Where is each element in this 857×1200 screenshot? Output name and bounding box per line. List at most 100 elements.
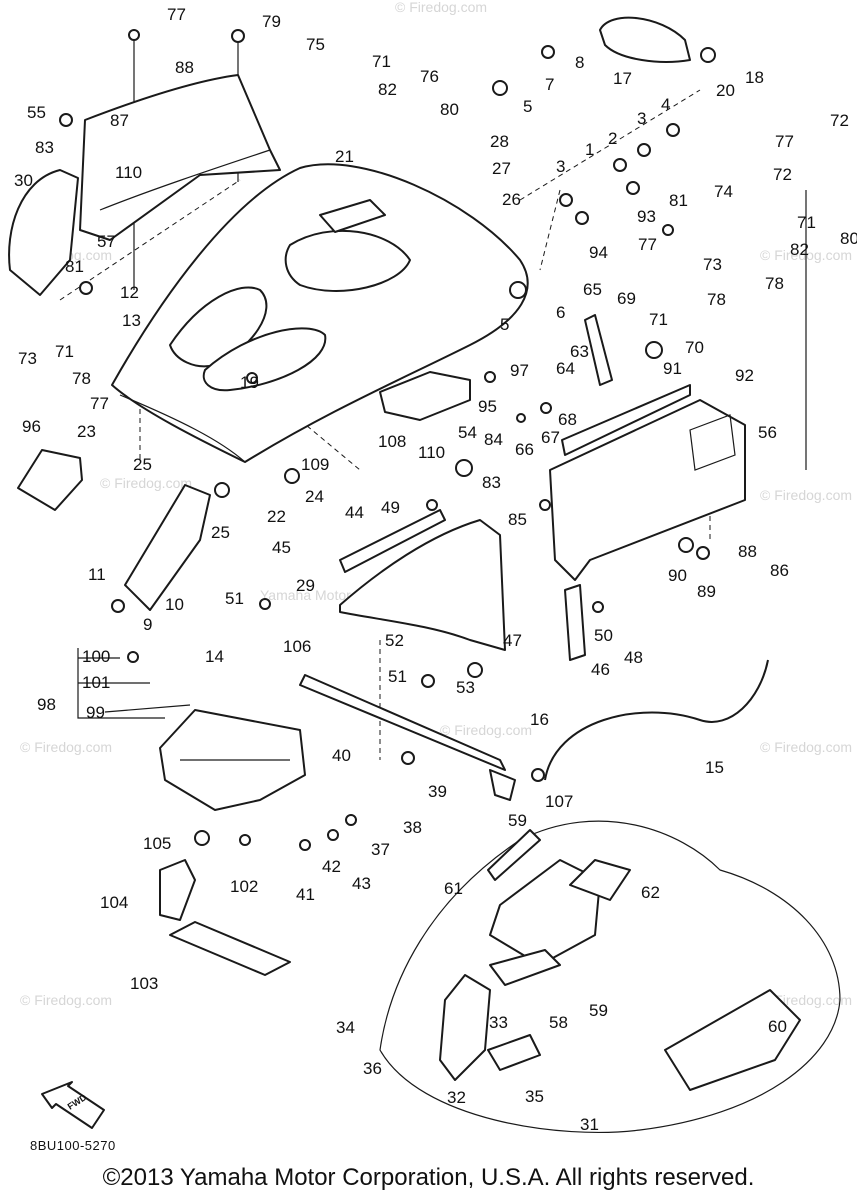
- part-callout-82: 82: [790, 240, 809, 259]
- part-callout-79: 79: [262, 12, 281, 31]
- part-callout-102: 102: [230, 877, 258, 896]
- part-callout-90: 90: [668, 566, 687, 585]
- part-callout-100: 100: [82, 647, 110, 666]
- part-callout-12: 12: [120, 283, 139, 302]
- part-callout-101: 101: [82, 673, 110, 692]
- part-callout-30: 30: [14, 171, 33, 190]
- watermark-text: © Firedog.com: [100, 475, 192, 491]
- part-callout-10: 10: [165, 595, 184, 614]
- part-callout-7: 7: [545, 75, 554, 94]
- part-callout-80: 80: [440, 100, 459, 119]
- part-callout-105: 105: [143, 834, 171, 853]
- part-callout-48: 48: [624, 648, 643, 667]
- part-callout-94: 94: [589, 243, 608, 262]
- part-65-strap: [584, 314, 613, 386]
- diagram-code: 8BU100-5270: [30, 1138, 116, 1153]
- part-callout-64: 64: [556, 359, 575, 378]
- part-callout-93: 93: [637, 207, 656, 226]
- part-callout-75: 75: [306, 35, 325, 54]
- part-callout-46: 46: [591, 660, 610, 679]
- part-callout-59: 59: [589, 1001, 608, 1020]
- part-callout-27: 27: [492, 159, 511, 178]
- part-callout-63: 63: [570, 342, 589, 361]
- part-callout-78: 78: [72, 369, 91, 388]
- part-callout-95: 95: [478, 397, 497, 416]
- part-callout-47: 47: [503, 631, 522, 650]
- watermark-text: © Firedog.com: [760, 739, 852, 755]
- part-callout-83: 83: [482, 473, 501, 492]
- part-callout-5: 5: [523, 97, 532, 116]
- part-callout-88: 88: [175, 58, 194, 77]
- part-callout-35: 35: [525, 1087, 544, 1106]
- part-callout-67: 67: [541, 428, 560, 447]
- part-callout-11: 11: [88, 565, 106, 584]
- engine-bay-outline: [379, 820, 841, 1134]
- part-callout-24: 24: [305, 487, 324, 506]
- part-callout-3: 3: [637, 109, 646, 128]
- part-callout-16: 16: [530, 710, 549, 729]
- part-callout-92: 92: [735, 366, 754, 385]
- rod-part-106: [299, 674, 516, 801]
- part-callout-57: 57: [97, 232, 116, 251]
- tray-part-98: [159, 709, 306, 811]
- part-callout-83: 83: [35, 138, 54, 157]
- part-callout-45: 45: [272, 538, 291, 557]
- watermark-text: © Firedog.com: [760, 487, 852, 503]
- part-callout-78: 78: [765, 274, 784, 293]
- part-callout-41: 41: [296, 885, 315, 904]
- part-callout-81: 81: [65, 257, 84, 276]
- part-callout-72: 72: [773, 165, 792, 184]
- hood-cowling: [111, 163, 529, 463]
- bracket-left-30: [8, 169, 79, 296]
- part-callout-77: 77: [775, 132, 794, 151]
- part-callout-66: 66: [515, 440, 534, 459]
- part-callout-33: 33: [489, 1013, 508, 1032]
- hardware-layer: [59, 29, 716, 851]
- part-callout-34: 34: [336, 1018, 355, 1037]
- part-callout-43: 43: [352, 874, 371, 893]
- part-callout-44: 44: [345, 503, 364, 522]
- part-callout-107: 107: [545, 792, 573, 811]
- part-callout-56: 56: [758, 423, 777, 442]
- part-callout-18: 18: [745, 68, 764, 87]
- watermark-text: © Firedog.com: [440, 722, 532, 738]
- part-callout-77: 77: [638, 235, 657, 254]
- part-callout-103: 103: [130, 974, 158, 993]
- part-callout-98: 98: [37, 695, 56, 714]
- part-callout-99: 99: [86, 703, 105, 722]
- part-callout-71: 71: [55, 342, 74, 361]
- part-callout-77: 77: [167, 5, 186, 24]
- part-callout-73: 73: [18, 349, 37, 368]
- watermark-text: © Firedog.com: [395, 0, 487, 15]
- part-callout-3: 3: [556, 157, 565, 176]
- part-callout-39: 39: [428, 782, 447, 801]
- part-callout-23: 23: [77, 422, 96, 441]
- part-callout-55: 55: [27, 103, 46, 122]
- part-callout-26: 26: [502, 190, 521, 209]
- part-callout-42: 42: [322, 857, 341, 876]
- part-callout-82: 82: [378, 80, 397, 99]
- part-callout-110: 110: [115, 163, 142, 182]
- watermark-text: © Firedog.com: [20, 739, 112, 755]
- part-callout-32: 32: [447, 1088, 466, 1107]
- part-callout-22: 22: [267, 507, 286, 526]
- part-17-handle: [599, 16, 691, 63]
- part-callout-62: 62: [641, 883, 660, 902]
- part-callout-65: 65: [583, 280, 602, 299]
- part-callout-9: 9: [143, 615, 152, 634]
- part-callout-50: 50: [594, 626, 613, 645]
- part-callout-91: 91: [663, 359, 682, 378]
- part-callout-1: 1: [585, 140, 594, 159]
- part-callout-31: 31: [580, 1115, 599, 1134]
- part-callout-72: 72: [830, 111, 849, 130]
- part-callout-97: 97: [510, 361, 529, 380]
- part-callout-14: 14: [205, 647, 224, 666]
- cable-part-15: [544, 659, 769, 781]
- part-callout-80: 80: [840, 229, 857, 248]
- part-callout-25: 25: [211, 523, 230, 542]
- part-callout-38: 38: [403, 818, 422, 837]
- part-callout-77: 77: [90, 394, 109, 413]
- part-callout-4: 4: [661, 95, 670, 114]
